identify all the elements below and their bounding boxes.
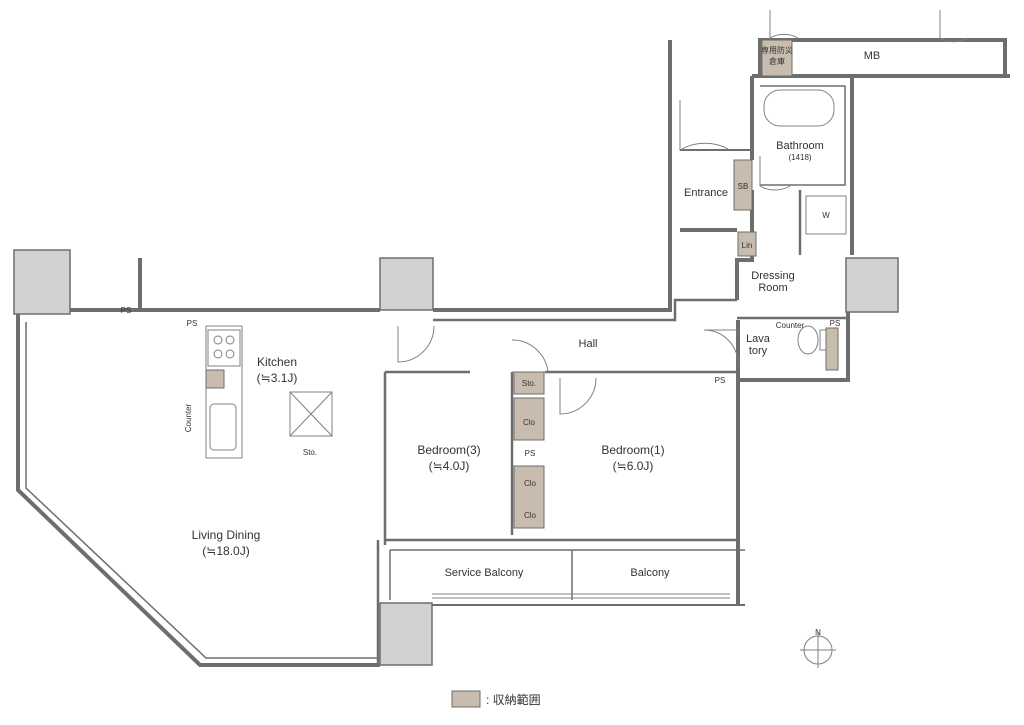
door-bedroom3 — [511, 339, 549, 373]
label-lavatory-1: Lava — [746, 333, 771, 345]
storage-units — [205, 39, 839, 708]
label-ps-lav: PS — [830, 319, 841, 328]
pillar-north-mid — [379, 257, 434, 311]
room-labels: Living Dining (≒18.0J) Kitchen (≒3.1J) B… — [192, 45, 881, 579]
storage-lin — [737, 231, 757, 257]
label-hall: Hall — [579, 338, 598, 350]
door-mb — [769, 10, 799, 39]
label-disaster-2: 倉庫 — [769, 56, 785, 66]
storage-kitchen — [205, 369, 225, 389]
label-bedroom1-area: (≒6.0J) — [613, 459, 654, 473]
label-sto-kitchen: Sto. — [303, 448, 317, 457]
label-clo-3: Clo — [524, 511, 537, 520]
pillars — [13, 249, 899, 666]
door-lavatory — [703, 329, 739, 363]
label-bathroom: Bathroom — [776, 140, 824, 152]
door-hall-ld — [397, 325, 435, 363]
door-bedroom1 — [559, 377, 597, 415]
label-ps-nw: PS — [121, 306, 132, 315]
label-dressing-2: Room — [758, 282, 787, 294]
door-bath — [759, 156, 791, 191]
label-ps-bed: PS — [525, 449, 536, 458]
label-counter-lav: Counter — [776, 321, 805, 330]
storage-disaster — [761, 39, 793, 77]
storage-clo-2 — [513, 465, 545, 529]
label-living-dining: Living Dining — [192, 528, 261, 542]
label-kitchen: Kitchen — [257, 355, 297, 369]
legend-swatch — [451, 690, 481, 708]
label-clo-2: Clo — [524, 479, 537, 488]
storage-ls — [733, 159, 753, 211]
label-w: W — [822, 211, 830, 220]
pillar-south — [379, 602, 433, 666]
label-counter-kitchen: Counter — [184, 403, 193, 432]
label-bathroom-area: (1418) — [788, 153, 811, 162]
storage-clo-1 — [513, 397, 545, 441]
label-bedroom1: Bedroom(1) — [601, 443, 664, 457]
label-living-dining-area: (≒18.0J) — [202, 544, 249, 558]
label-lavatory-2: tory — [749, 345, 768, 357]
storage-lav — [825, 327, 839, 371]
label-bedroom3-area: (≒4.0J) — [429, 459, 470, 473]
compass-north-label: N — [815, 628, 821, 637]
label-balcony: Balcony — [630, 567, 670, 579]
pillar-nw — [13, 249, 71, 315]
doors — [397, 10, 969, 415]
label-sto-bed: Sto. — [522, 379, 536, 388]
fixture-lines — [205, 89, 847, 668]
label-ps-kitchen: PS — [187, 319, 198, 328]
label-bedroom3: Bedroom(3) — [417, 443, 480, 457]
door-entrance — [679, 100, 731, 151]
door-mb-2 — [939, 10, 969, 43]
label-kitchen-area: (≒3.1J) — [257, 371, 298, 385]
label-dressing-1: Dressing — [751, 270, 794, 282]
label-service-balcony: Service Balcony — [445, 567, 524, 579]
label-ps-hall: PS — [715, 376, 726, 385]
label-entrance: Entrance — [684, 187, 728, 199]
fixture-labels: PS PS PS PS PS Sto. Sto. Clo Clo Clo SB … — [121, 182, 841, 520]
label-sb: SB — [738, 182, 749, 191]
interior-walls — [376, 85, 848, 665]
storage-sto-bed — [513, 371, 545, 395]
label-mb: MB — [864, 50, 881, 62]
legend-text: : 収納範囲 — [486, 692, 541, 707]
label-clo-1: Clo — [523, 418, 536, 427]
label-lin: Lin — [742, 241, 753, 250]
label-disaster-1: 専用防災 — [761, 45, 793, 55]
pillar-east — [845, 257, 899, 313]
